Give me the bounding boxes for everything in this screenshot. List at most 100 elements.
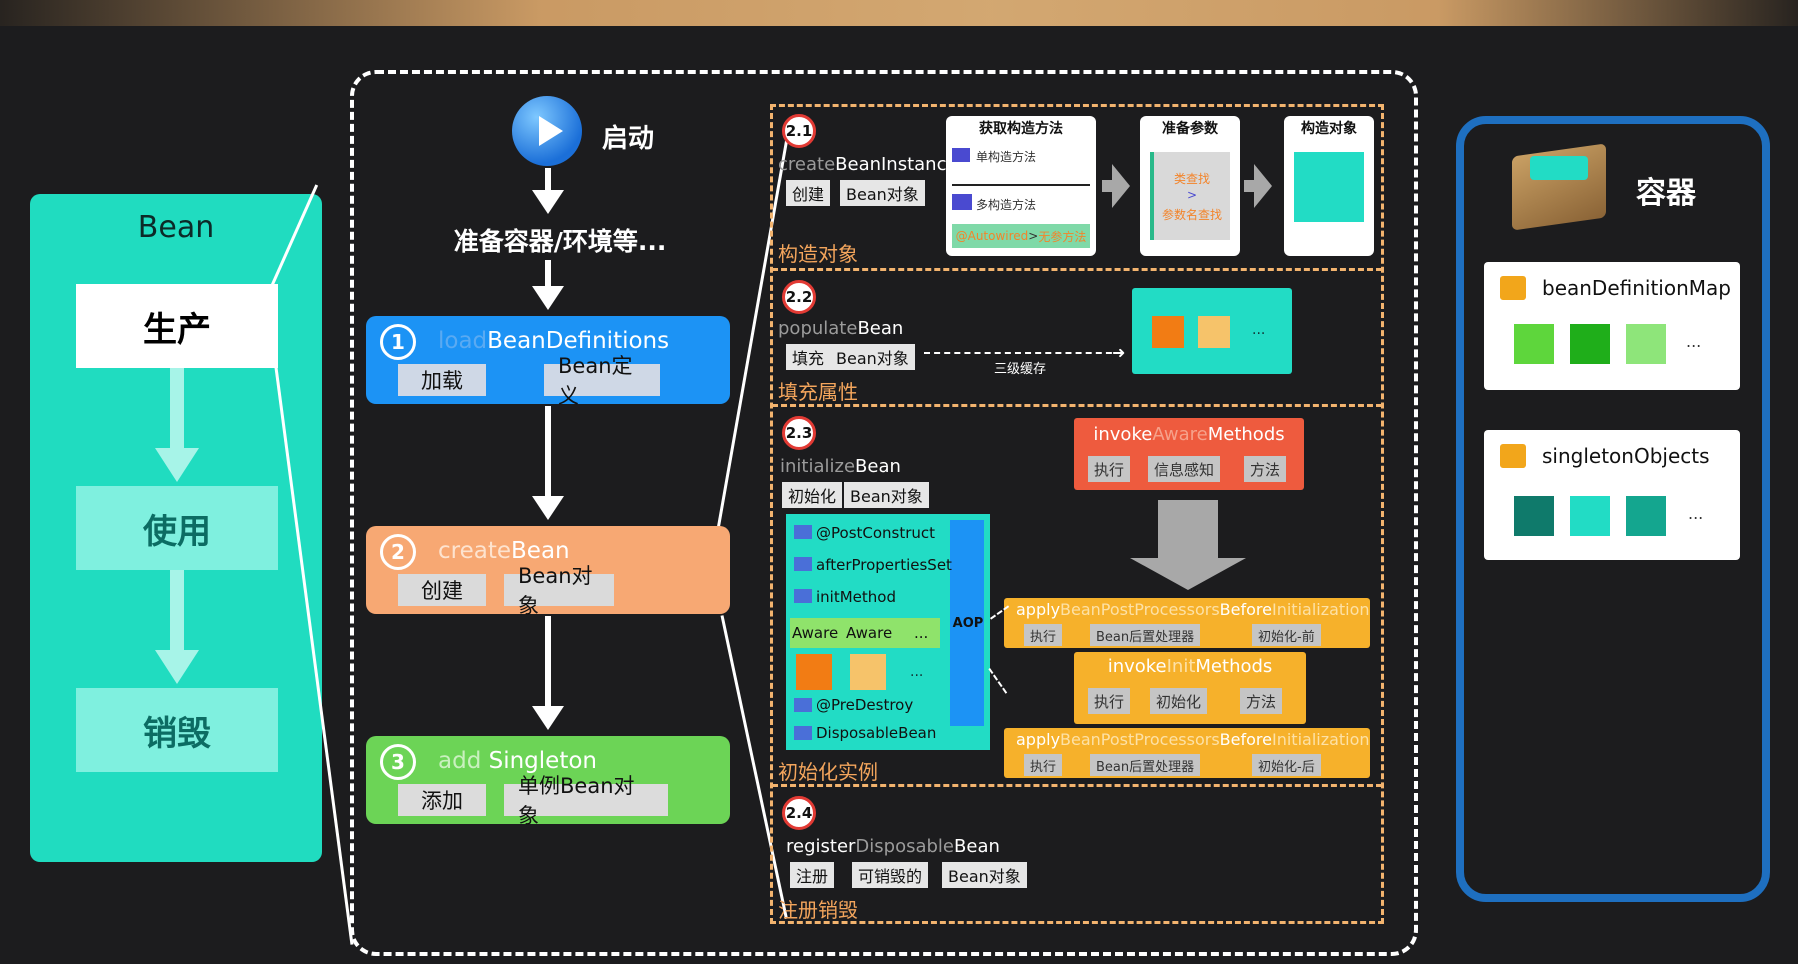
singleton-objects-card bbox=[1484, 430, 1740, 560]
list-icon bbox=[794, 525, 812, 539]
hook-init-method: initMethod bbox=[816, 588, 896, 606]
map-entry bbox=[1570, 496, 1610, 536]
invoke-aware-methods-title: invokeAwareMethods bbox=[1074, 424, 1304, 445]
title-part: apply bbox=[1016, 730, 1061, 749]
substep-number: 2.2 bbox=[782, 280, 816, 314]
step-title-prefix: create bbox=[438, 538, 512, 564]
title-part: Initialization bbox=[1271, 730, 1370, 749]
more-ellipsis: ... bbox=[1688, 504, 1704, 523]
box-tag: 初始化 bbox=[1150, 688, 1208, 714]
phase-destruction: 销毁 bbox=[76, 688, 278, 772]
substep-tag: Bean对象 bbox=[830, 344, 915, 370]
flow-arrow bbox=[545, 406, 551, 496]
title-part: BeanPostProcessors bbox=[1060, 730, 1220, 749]
top-glow-band bbox=[0, 0, 1798, 26]
flow-arrow bbox=[545, 168, 551, 190]
down-arrow-body bbox=[1158, 500, 1218, 558]
box-tag: 初始化-后 bbox=[1252, 754, 1321, 776]
arrow-body bbox=[1102, 180, 1112, 192]
bean-object-block bbox=[1294, 152, 1364, 222]
startup-process-frame bbox=[350, 70, 1418, 956]
substep-category: 初始化实例 bbox=[778, 760, 878, 784]
box-icon-glow bbox=[1530, 156, 1588, 180]
substep-tag: 可销毁的 bbox=[852, 862, 929, 888]
substep-category: 构造对象 bbox=[778, 242, 858, 266]
substep-method: registerDisposableBean bbox=[786, 836, 1000, 857]
method-prefix: populate bbox=[778, 318, 858, 339]
map-icon bbox=[1500, 444, 1526, 468]
right-arrow-icon bbox=[1112, 164, 1130, 208]
substep-number: 2.4 bbox=[782, 796, 816, 830]
title-part: Methods bbox=[1207, 424, 1285, 445]
box-tag: 信息感知 bbox=[1148, 456, 1221, 482]
step-title: add Singleton bbox=[438, 748, 597, 774]
cache-arrow-head-icon: ➜ bbox=[1112, 343, 1126, 362]
container-title: 容器 bbox=[1636, 176, 1696, 211]
right-arrow-icon bbox=[1254, 164, 1272, 208]
phase-connector bbox=[170, 570, 184, 652]
section-divider bbox=[772, 784, 1382, 787]
map-entry bbox=[1514, 496, 1554, 536]
map-entry bbox=[1626, 496, 1666, 536]
list-icon bbox=[794, 557, 812, 571]
hook-pre-destroy: @PreDestroy bbox=[816, 696, 914, 714]
more-ellipsis: ... bbox=[1252, 322, 1266, 338]
aware-item: Aware bbox=[792, 624, 839, 642]
method-prefix: initialize bbox=[780, 456, 856, 477]
phase-production: 生产 bbox=[76, 284, 278, 368]
after-init-title: applyBeanPostProcessorsBeforeInitializat… bbox=[1016, 730, 1370, 749]
bean-block bbox=[850, 654, 886, 690]
bean-block bbox=[796, 654, 832, 690]
invoke-init-methods-title: invokeInitMethods bbox=[1074, 656, 1306, 677]
substep-method: initializeBean bbox=[780, 456, 901, 477]
step-title-main: Bean bbox=[511, 538, 570, 564]
bean-panel-title: Bean bbox=[137, 210, 215, 245]
box-tag: Bean后置处理器 bbox=[1090, 624, 1201, 646]
card-title: 获取构造方法 bbox=[979, 121, 1063, 137]
title-part: Methods bbox=[1195, 656, 1273, 677]
title-part: Aware bbox=[1152, 424, 1208, 445]
map-entry bbox=[1514, 324, 1554, 364]
box-tag: 执行 bbox=[1024, 754, 1063, 776]
property-block bbox=[1198, 316, 1230, 348]
prepare-label: 准备容器/环境等... bbox=[453, 227, 667, 256]
title-part: Init bbox=[1166, 656, 1196, 677]
method-prefix: create bbox=[778, 154, 836, 175]
folder-icon bbox=[952, 148, 970, 162]
arrow-body bbox=[1244, 180, 1254, 192]
title-part: BeanPostProcessors bbox=[1060, 600, 1220, 619]
constructor-single: 单构造方法 bbox=[976, 150, 1037, 164]
property-block bbox=[1152, 316, 1184, 348]
card-divider bbox=[952, 184, 1090, 186]
step-tag: Bean对象 bbox=[504, 564, 614, 618]
aware-item: Aware bbox=[846, 624, 893, 642]
aware-row bbox=[790, 618, 940, 648]
autowired-label: @Autowired bbox=[955, 229, 1029, 243]
flow-arrow-head bbox=[532, 706, 564, 730]
folders-icon bbox=[952, 194, 972, 210]
map-entry bbox=[1570, 324, 1610, 364]
bean-definition-map-label: beanDefinitionMap bbox=[1542, 276, 1731, 300]
step-title: loadBeanDefinitions bbox=[438, 328, 669, 354]
substep-tag: Bean对象 bbox=[942, 862, 1027, 888]
phase-arrow-head bbox=[155, 448, 199, 482]
box-tag: 执行 bbox=[1088, 688, 1131, 714]
map-entry bbox=[1626, 324, 1666, 364]
step-title-main: Singleton bbox=[481, 748, 597, 774]
rule-separator: > bbox=[1028, 229, 1039, 243]
phase-arrow-head bbox=[155, 650, 199, 684]
substep-method: populateBean bbox=[778, 318, 903, 339]
step-tag: 加载 bbox=[398, 364, 486, 396]
constructor-multi: 多构造方法 bbox=[976, 198, 1037, 212]
step-tag: 单例Bean对象 bbox=[504, 774, 668, 828]
flow-arrow bbox=[545, 616, 551, 706]
hook-post-construct: @PostConstruct bbox=[816, 524, 936, 542]
substep-number: 2.3 bbox=[782, 416, 816, 450]
title-part: Initialization bbox=[1271, 600, 1370, 619]
step-title: createBean bbox=[438, 538, 570, 564]
singleton-objects-label: singletonObjects bbox=[1542, 444, 1710, 468]
box-tag: 执行 bbox=[1088, 456, 1131, 482]
step-number: 1 bbox=[380, 324, 416, 360]
box-tag: 执行 bbox=[1024, 624, 1063, 646]
more-ellipsis: ... bbox=[910, 664, 924, 680]
